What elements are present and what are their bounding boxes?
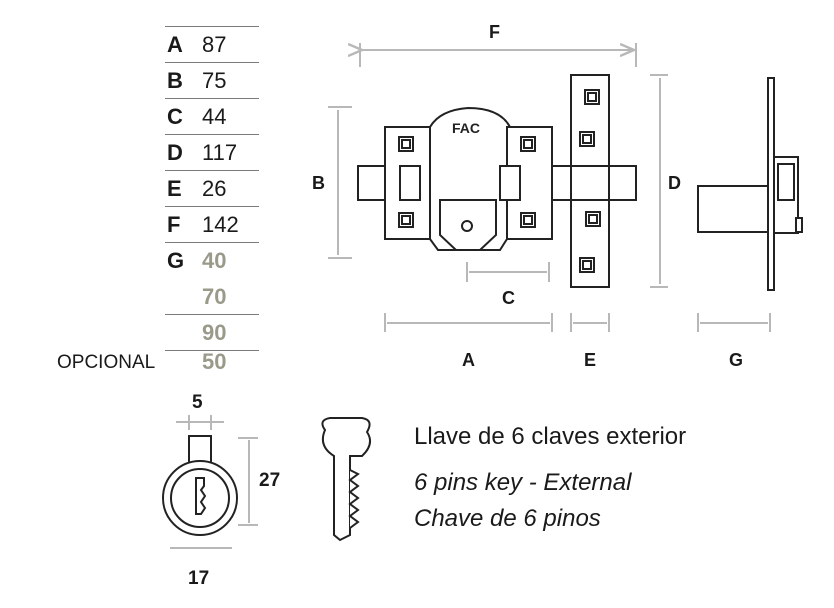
- dimension-line-f: [360, 43, 637, 67]
- label-e: E: [584, 350, 597, 370]
- label-b: B: [312, 173, 325, 193]
- dimension-value: 117: [202, 140, 238, 165]
- dimension-line-e: [570, 313, 610, 332]
- dimension-table: A 87 B 75 C 44 D 117 E 26 F 142 G 40 70 …: [165, 26, 259, 351]
- cylinder-width-bottom: 17: [188, 568, 210, 589]
- dimension-row-c: C 44: [165, 98, 259, 134]
- dimension-letter: A: [167, 32, 183, 57]
- dimension-letter: E: [167, 176, 182, 201]
- dimension-value: 90: [202, 320, 227, 345]
- dimension-value: 26: [202, 176, 227, 201]
- dimension-value: 70: [202, 284, 227, 309]
- dimension-row-g3: 90: [165, 314, 259, 351]
- cylinder-dimension-lines: [170, 415, 258, 549]
- label-d: D: [668, 173, 681, 193]
- cylinder-width-top: 5: [192, 392, 203, 413]
- dimension-value: 40: [202, 248, 227, 273]
- dimension-letter: D: [167, 140, 183, 165]
- dimension-row-a: A 87: [165, 26, 259, 62]
- dimension-row-b: B 75: [165, 62, 259, 98]
- dimension-row-f: F 142: [165, 206, 259, 242]
- dimension-letter: F: [167, 212, 181, 237]
- dimension-value: 87: [202, 32, 227, 57]
- cylinder-drawing: [162, 435, 238, 536]
- dimension-value: 44: [202, 104, 227, 129]
- cylinder-height: 27: [259, 470, 281, 491]
- caption-english: 6 pins key - External: [414, 469, 632, 496]
- dimension-value: 142: [202, 212, 239, 237]
- caption-portuguese: Chave de 6 pinos: [414, 505, 601, 532]
- dimension-line-g: [697, 313, 771, 332]
- dimension-letter: C: [167, 104, 183, 129]
- optional-value: 50: [202, 349, 227, 374]
- fac-logo: FAC: [452, 120, 480, 136]
- dimension-row-e: E 26: [165, 170, 259, 206]
- dimension-line-c: [466, 262, 550, 282]
- dimension-line-b: [328, 106, 352, 259]
- dimension-line-d: [650, 74, 668, 288]
- key-drawing: [321, 417, 372, 542]
- dimension-row-d: D 117: [165, 134, 259, 170]
- lock-body: [357, 74, 637, 288]
- dimension-value: 75: [202, 68, 227, 93]
- dimension-row-g2: 70: [165, 278, 259, 314]
- label-g: G: [729, 350, 744, 370]
- label-a: A: [462, 350, 475, 370]
- label-c: C: [502, 288, 515, 308]
- dimension-letter: G: [167, 248, 185, 273]
- label-f: F: [489, 22, 500, 42]
- optional-label: OPCIONAL: [57, 352, 156, 373]
- dimension-row-g: G 40: [165, 242, 259, 278]
- dimension-letter: B: [167, 68, 183, 93]
- caption-spanish: Llave de 6 claves exterior: [414, 423, 687, 450]
- side-view: [697, 77, 803, 291]
- dimension-line-a: [384, 313, 553, 332]
